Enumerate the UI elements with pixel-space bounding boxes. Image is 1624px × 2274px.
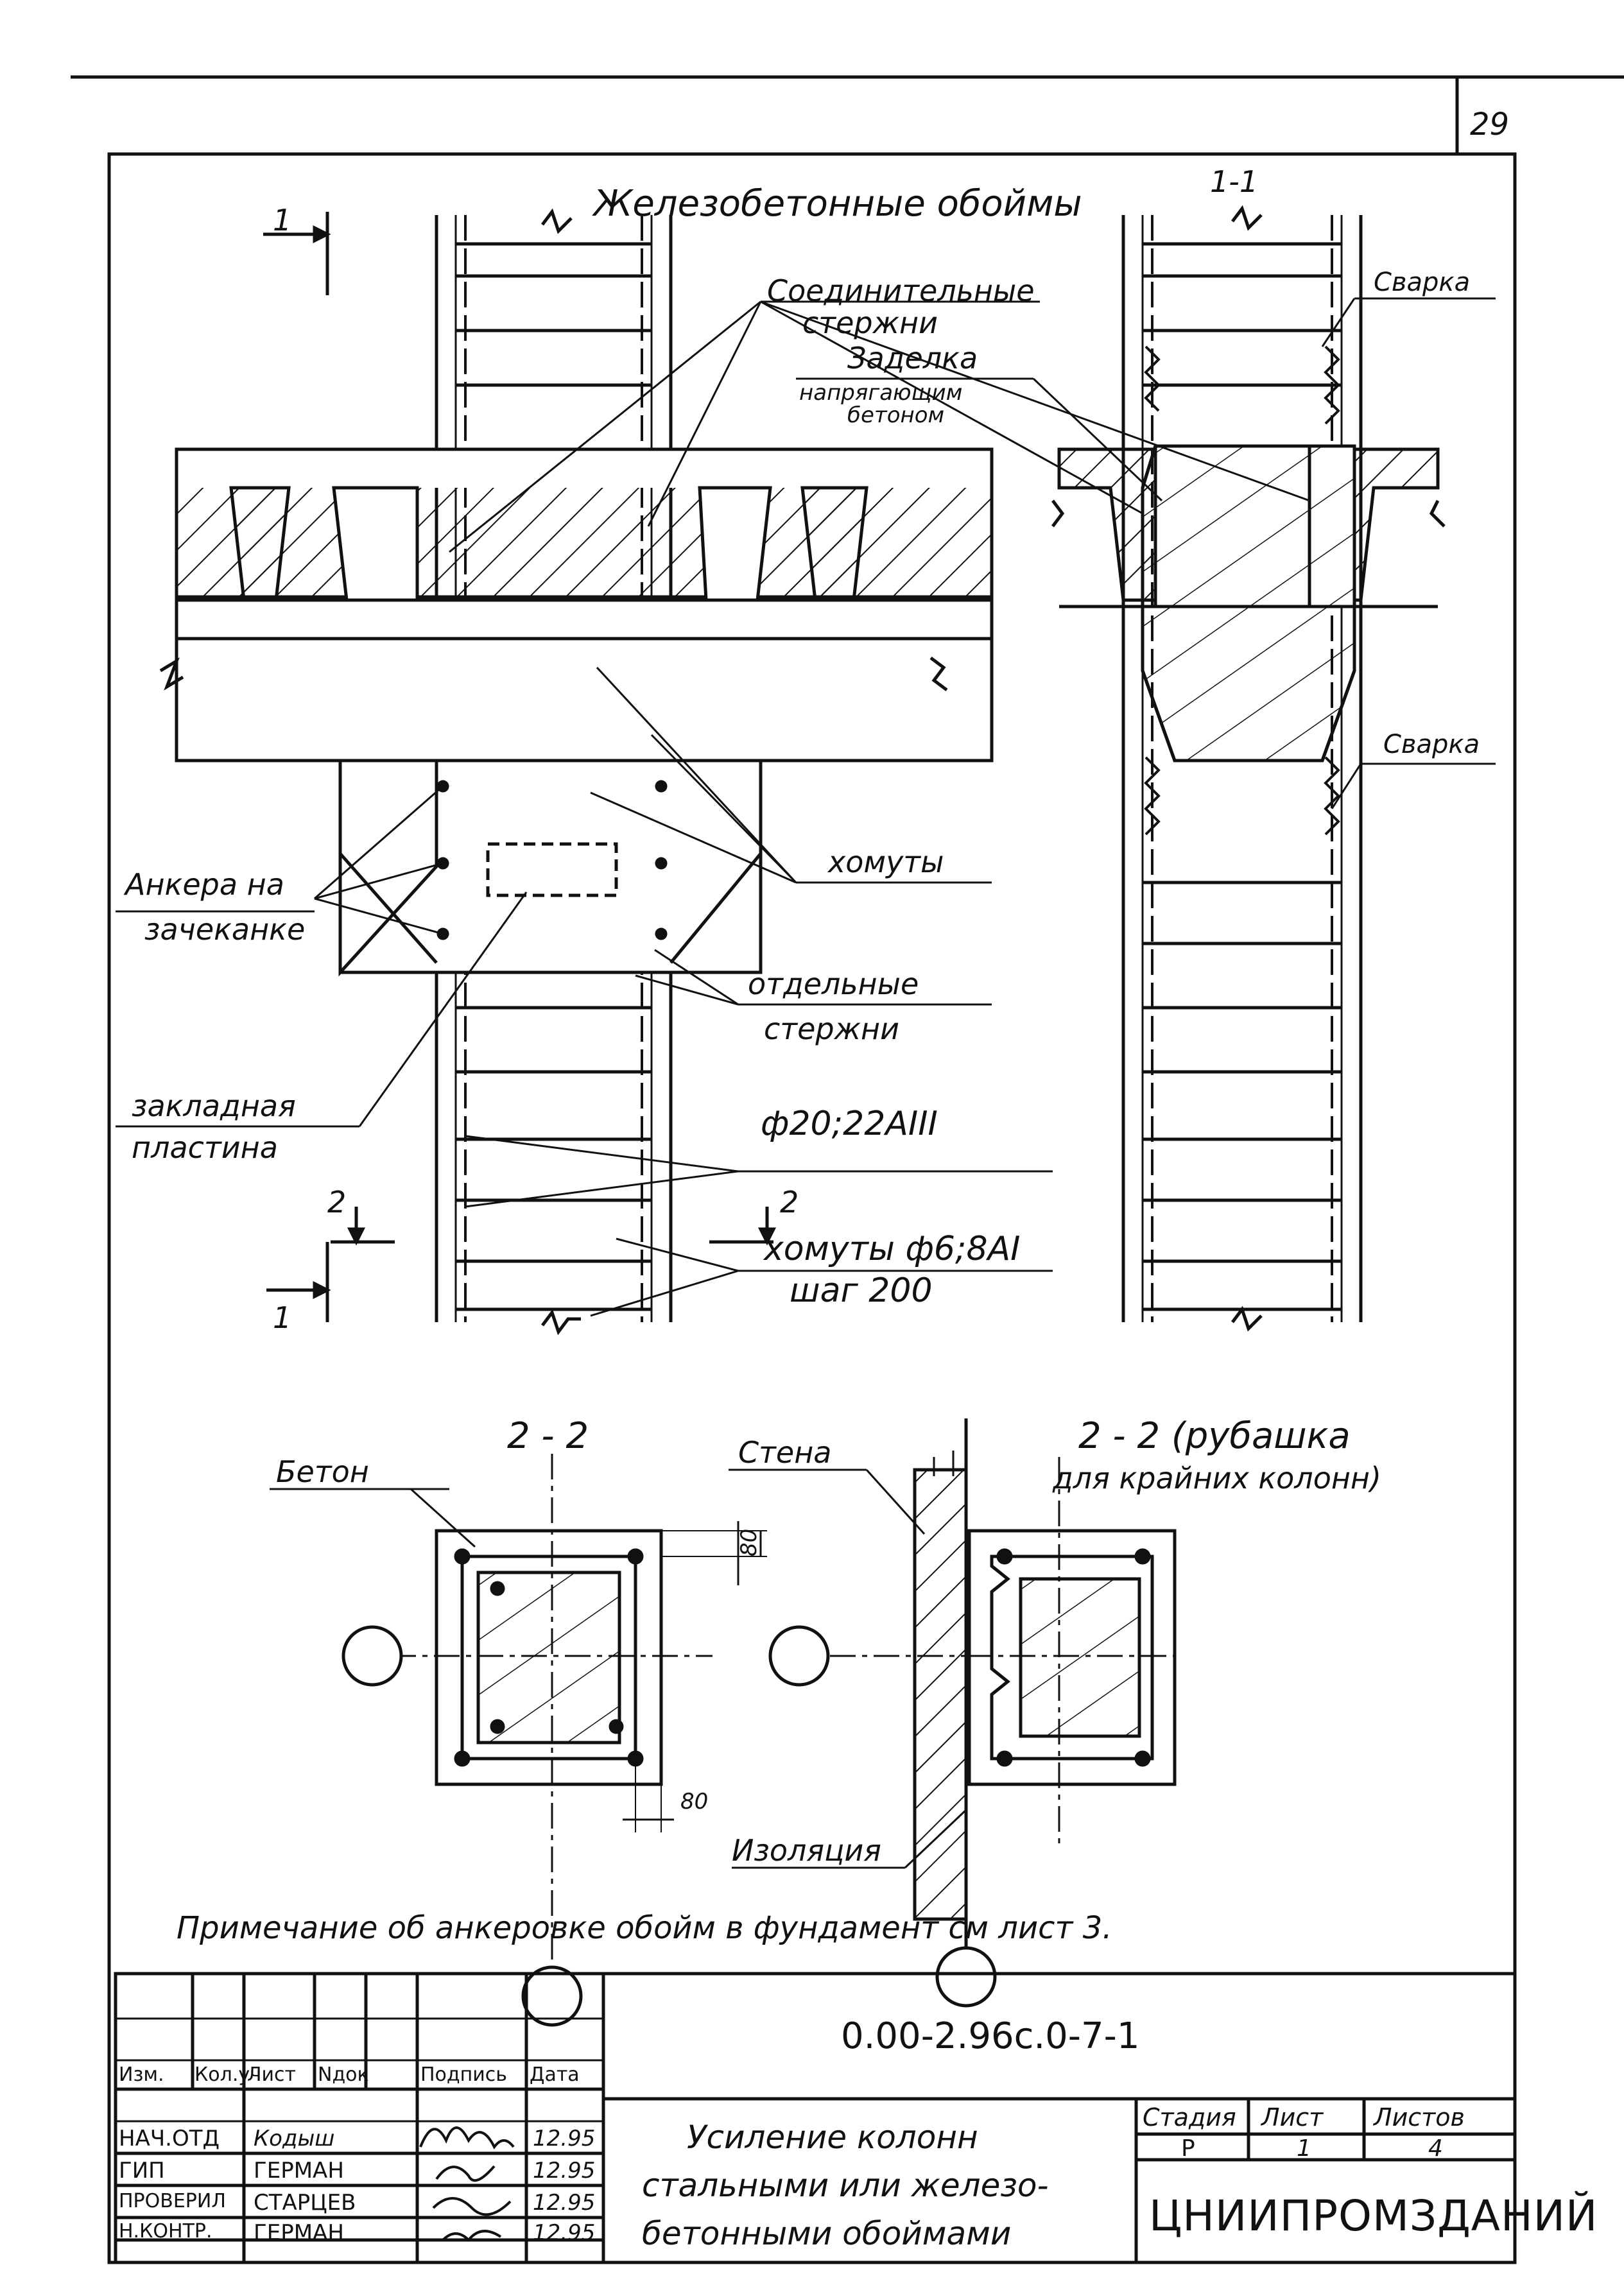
- label-welding-top: Сварка: [1374, 268, 1471, 297]
- label-clamps-spec-2: шаг 200: [790, 1271, 933, 1310]
- label-sealing-1: Заделка: [847, 341, 978, 375]
- header-signature: Подпись: [420, 2063, 507, 2086]
- stage-label: Стадия: [1143, 2103, 1236, 2132]
- label-connecting-rods-2: стержни: [802, 306, 938, 340]
- note: Примечание об анкеровке обойм в фундамен…: [177, 1910, 1112, 1946]
- main-title: Железобетонные обоймы: [594, 183, 1082, 225]
- section-2-2-alt-title-2: для крайних колонн): [1053, 1461, 1381, 1495]
- page-number: 29: [1470, 107, 1510, 142]
- dim-80-horizontal: 80: [680, 1789, 709, 1814]
- signer-date-2: 12.95: [533, 2158, 596, 2184]
- stage-value: Р: [1181, 2135, 1195, 2162]
- signer-role-1: НАЧ.ОТД: [119, 2126, 220, 2151]
- label-rebar: ф20;22АIII: [761, 1105, 938, 1143]
- label-embedded-plate-2: пластина: [132, 1130, 278, 1165]
- signatures: [419, 2126, 515, 2242]
- drawing-title-2: стальными или железо-: [642, 2167, 1049, 2204]
- signer-role-4: Н.КОНТР.: [119, 2220, 212, 2243]
- label-sealing-3: бетоном: [847, 402, 945, 428]
- sheets-value: 4: [1428, 2135, 1443, 2162]
- label-clamps-spec-1: хомуты ф6;8АI: [764, 1230, 1021, 1268]
- section-2-2-wall: [729, 1418, 1177, 2008]
- label-clamps: хомуты: [828, 845, 944, 879]
- section-2-2-title: 2 - 2: [507, 1415, 589, 1457]
- sheets-label: Листов: [1374, 2103, 1465, 2132]
- label-anchors-2: зачеканке: [144, 912, 306, 947]
- signer-date-4: 12.95: [533, 2220, 596, 2246]
- section-2-2-alt-title-1: 2 - 2 (рубашка: [1078, 1415, 1351, 1457]
- dim-80-vertical: 80: [736, 1528, 762, 1556]
- signer-name-2: ГЕРМАН: [254, 2158, 344, 2184]
- doc-code: 0.00-2.96с.0-7-1: [841, 2015, 1140, 2057]
- label-anchors-1: Анкера на: [125, 867, 284, 902]
- cut-2-left-label: 2: [327, 1185, 347, 1219]
- drawing-title-1: Усиление колонн: [687, 2119, 978, 2156]
- section-mark-1: [263, 212, 777, 1322]
- signer-role-2: ГИП: [119, 2158, 165, 2184]
- section-1-1-title: 1-1: [1210, 164, 1259, 199]
- sheet-label: Лист: [1261, 2103, 1324, 2132]
- label-wall: Стена: [738, 1435, 832, 1470]
- signer-name-3: СТАРЦЕВ: [254, 2190, 356, 2216]
- label-welding-bottom: Сварка: [1383, 730, 1480, 759]
- cut-2-right-label: 2: [780, 1185, 799, 1219]
- section-1-1: [760, 205, 1496, 1332]
- drawing-title-3: бетонными обоймами: [642, 2215, 1012, 2252]
- header-izm: Изм.: [119, 2063, 164, 2086]
- header-date: Дата: [530, 2063, 580, 2086]
- cut-1-bottom-label: 1: [273, 1300, 292, 1335]
- title-block: [114, 1972, 1517, 2264]
- left-elevation: [159, 208, 994, 1336]
- header-list: Лист: [247, 2063, 297, 2086]
- leaders-left: [116, 300, 1053, 1317]
- sheet-value: 1: [1297, 2135, 1311, 2162]
- cut-1-top-label: 1: [273, 203, 292, 237]
- label-embedded-plate-1: закладная: [132, 1089, 296, 1123]
- label-connecting-rods-1: Соединительные: [767, 273, 1035, 308]
- signer-name-1: Кодыш: [254, 2126, 335, 2151]
- signer-date-3: 12.95: [533, 2190, 596, 2216]
- signer-date-1: 12.95: [533, 2126, 596, 2151]
- signer-name-4: ГЕРМАН: [254, 2220, 344, 2246]
- label-insulation: Изоляция: [732, 1833, 881, 1868]
- label-sealing-2: напрягающим: [799, 380, 963, 406]
- signer-role-3: ПРОВЕРИЛ: [119, 2190, 226, 2212]
- organization: ЦНИИПРОМЗДАНИЙ: [1149, 2191, 1598, 2241]
- label-concrete: Бетон: [276, 1454, 369, 1489]
- section-2-2: [270, 1454, 767, 2027]
- header-kol-uch: Кол.уч: [194, 2063, 261, 2086]
- label-separate-rods-1: отдельные: [748, 967, 919, 1001]
- header-ndok: Nдок: [318, 2063, 369, 2086]
- label-separate-rods-2: стержни: [764, 1012, 899, 1046]
